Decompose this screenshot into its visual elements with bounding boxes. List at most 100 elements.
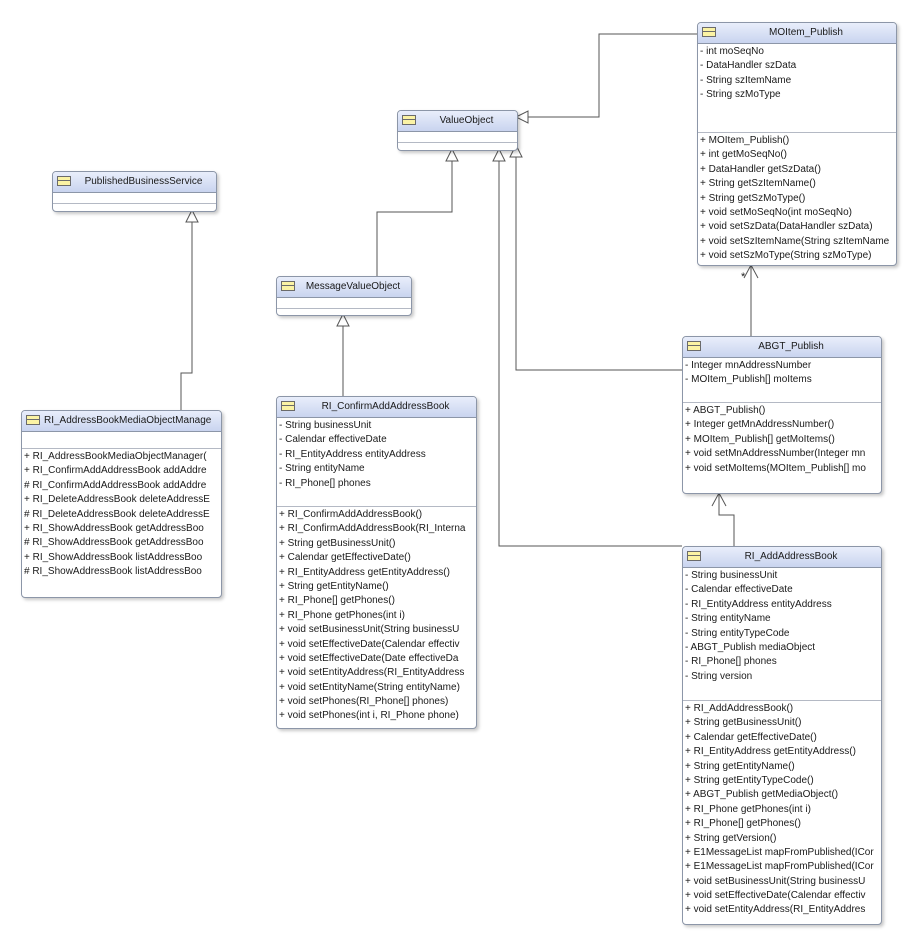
operations-compartment — [398, 142, 517, 147]
operation-row: # RI_DeleteAddressBook deleteAddressE — [24, 508, 210, 520]
attributes-compartment: - int moSeqNo - DataHandler szData - Strin… — [698, 44, 896, 132]
class-header: ValueObject — [398, 111, 517, 132]
operation-row: + RI_ConfirmAddAddressBook() — [279, 509, 423, 520]
attribute-row: - String businessUnit — [685, 570, 778, 581]
class-icon — [26, 415, 40, 425]
operation-row: + void setEffectiveDate(Calendar effecti… — [279, 638, 460, 650]
class-name: PublishedBusinessService — [84, 176, 203, 187]
operations-compartment — [53, 203, 216, 208]
class-name: MOItem_Publish — [769, 27, 843, 38]
operation-row: + RI_Phone[] getPhones() — [685, 818, 801, 830]
operation-row: # RI_ShowAddressBook getAddressBoo — [24, 537, 204, 549]
class-icon — [57, 176, 71, 186]
class-name: ABGT_Publish — [758, 341, 824, 352]
class-header: RI_AddressBookMediaObjectManage — [22, 411, 221, 432]
attributes-compartment — [398, 132, 517, 142]
class-header: MessageValueObject — [277, 277, 411, 298]
attribute-row: - RI_EntityAddress entityAddress — [685, 598, 832, 610]
operation-row: + RI_ConfirmAddAddressBook(RI_Interna — [279, 523, 466, 535]
attribute-row: - RI_Phone[] phones — [279, 477, 371, 489]
operation-row: + String getSzItemName() — [700, 178, 816, 190]
attribute-row: - String entityName — [279, 463, 365, 475]
operation-row: + void setEntityName(String entityName) — [279, 681, 460, 693]
attributes-compartment: - Integer mnAddressNumber - MOItem_Publis… — [683, 358, 881, 402]
operations-compartment: + RI_ConfirmAddAddressBook() + RI_Confirm… — [277, 506, 476, 727]
generalization-messagevalueobject-to-valueobject — [376, 161, 453, 276]
attribute-row: - RI_EntityAddress entityAddress — [279, 448, 426, 460]
attribute-row: - String entityTypeCode — [685, 627, 790, 639]
operation-row: + RI_AddAddressBook() — [685, 703, 794, 714]
attributes-compartment — [277, 298, 411, 308]
operation-row: + RI_Phone getPhones(int i) — [279, 609, 405, 621]
operation-row: + MOItem_Publish[] getMoItems() — [685, 433, 835, 445]
operation-row: + Calendar getEffectiveDate() — [685, 731, 817, 743]
operation-row: + Integer getMnAddressNumber() — [685, 419, 835, 431]
multiplicity-label: * — [741, 271, 746, 283]
attribute-row: - String entityName — [685, 613, 771, 625]
generalization-addaddressbook-to-valueobject — [498, 161, 682, 547]
class-name: RI_ConfirmAddAddressBook — [321, 401, 450, 412]
operation-row: + String getVersion() — [685, 832, 777, 844]
operation-row: + void setEffectiveDate(Calendar effecti… — [685, 890, 866, 902]
operations-compartment: + MOItem_Publish() + int getMoSeqNo() + Da… — [698, 132, 896, 265]
operation-row: + RI_AddressBookMediaObjectManager( — [24, 451, 207, 462]
operation-row: + DataHandler getSzData() — [700, 163, 821, 175]
class-ri-confirmaddaddressbook[interactable]: RI_ConfirmAddAddressBook - String busine… — [276, 396, 477, 729]
class-header: RI_AddAddressBook — [683, 547, 881, 568]
operation-row: + void setBusinessUnit(String businessU — [279, 624, 460, 636]
operations-compartment — [277, 308, 411, 313]
class-abgt-publish[interactable]: ABGT_Publish - Integer mnAddressNumber- … — [682, 336, 882, 494]
operation-row: + void setSzMoType(String szMoType) — [700, 250, 872, 262]
attribute-row: - Integer mnAddressNumber — [685, 360, 812, 371]
generalization-moitem-to-valueobject — [528, 33, 697, 118]
attribute-row: - String version — [685, 670, 753, 682]
operation-row: + Calendar getEffectiveDate() — [279, 552, 411, 564]
class-valueobject[interactable]: ValueObject — [397, 110, 518, 151]
class-publishedbusinessservice[interactable]: PublishedBusinessService — [52, 171, 217, 212]
association-addaddressbook-to-abgt — [718, 493, 735, 546]
operation-row: + String getBusinessUnit() — [685, 717, 802, 729]
operation-row: + E1MessageList mapFromPublished(ICor — [685, 861, 874, 873]
operation-row: + RI_EntityAddress getEntityAddress() — [279, 566, 450, 578]
attribute-row: - Calendar effectiveDate — [685, 584, 793, 596]
operation-row: + String getSzMoType() — [700, 192, 806, 204]
generalization-manager-to-publishedbusinessservice — [180, 222, 193, 410]
association-arrowhead — [743, 263, 759, 279]
operation-row: + void setEffectiveDate(Date effectiveDa — [279, 652, 459, 664]
class-name: ValueObject — [439, 115, 494, 126]
operation-row: + MOItem_Publish() — [700, 135, 790, 146]
operation-row: + RI_ShowAddressBook listAddressBoo — [24, 551, 203, 563]
attributes-compartment — [53, 193, 216, 203]
class-header: MOItem_Publish — [698, 23, 896, 44]
operation-row: + void setMoSeqNo(int moSeqNo) — [700, 206, 853, 218]
operations-compartment: + RI_AddressBookMediaObjectManager( + RI_… — [22, 448, 221, 583]
operation-row: + RI_EntityAddress getEntityAddress() — [685, 746, 856, 758]
class-moitem-publish[interactable]: MOItem_Publish - int moSeqNo - DataHandle… — [697, 22, 897, 266]
attribute-row: - DataHandler szData — [700, 60, 797, 72]
class-icon — [402, 115, 416, 125]
class-name: RI_AddressBookMediaObjectManage — [44, 415, 212, 426]
class-header: PublishedBusinessService — [53, 172, 216, 193]
class-ri-addaddressbook[interactable]: RI_AddAddressBook - String businessUnit-… — [682, 546, 882, 925]
attribute-row: - String businessUnit — [279, 420, 372, 431]
attribute-row: - String szItemName — [700, 74, 792, 86]
operation-row: # RI_ShowAddressBook listAddressBoo — [24, 566, 202, 578]
attribute-row: - MOItem_Publish[] moItems — [685, 374, 812, 386]
attribute-row: - int moSeqNo — [700, 46, 764, 57]
class-messagevalueobject[interactable]: MessageValueObject — [276, 276, 412, 316]
attributes-compartment: - String businessUnit - Calendar effectiv… — [683, 568, 881, 700]
operation-row: + String getBusinessUnit() — [279, 537, 396, 549]
class-icon — [687, 551, 701, 561]
operation-row: + ABGT_Publish() — [685, 405, 766, 416]
class-icon — [281, 401, 295, 411]
operation-row: + void setPhones(int i, RI_Phone phone) — [279, 710, 459, 722]
operation-row: + int getMoSeqNo() — [700, 149, 787, 161]
operation-row: + E1MessageList mapFromPublished(ICor — [685, 846, 874, 858]
class-icon — [687, 341, 701, 351]
association-arrowhead — [711, 491, 727, 507]
operation-row: + void setSzItemName(String szItemName — [700, 235, 890, 247]
class-icon — [281, 281, 295, 291]
operation-row: + RI_ShowAddressBook getAddressBoo — [24, 522, 204, 534]
attribute-row: - Calendar effectiveDate — [279, 434, 387, 446]
class-ri-addressbookmediaobjectmanage[interactable]: RI_AddressBookMediaObjectManage + RI_Add… — [21, 410, 222, 598]
